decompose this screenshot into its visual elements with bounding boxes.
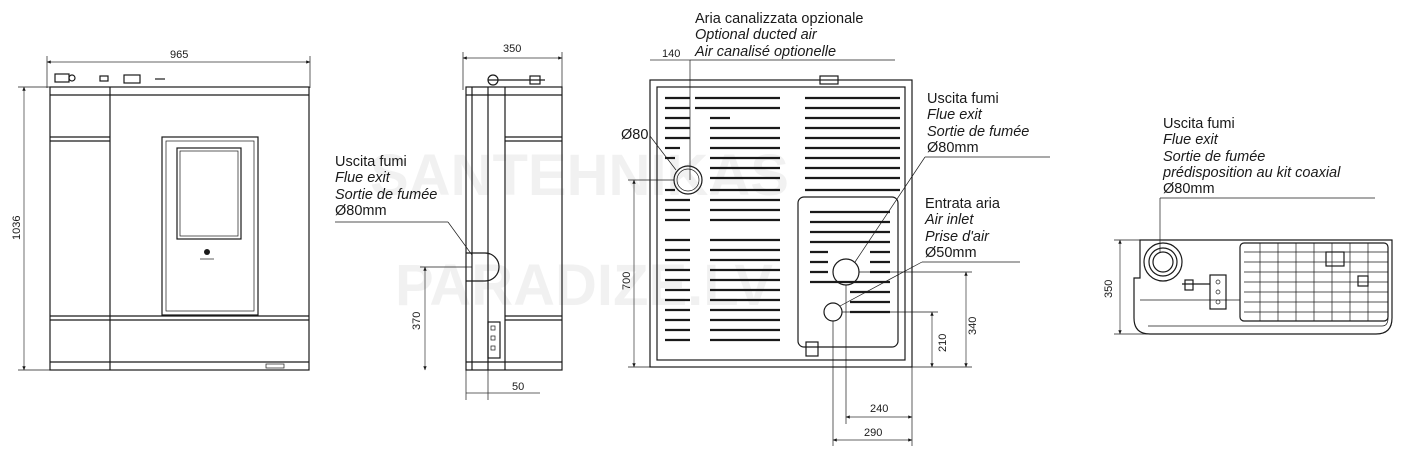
motor-block [1209, 274, 1227, 310]
rear-view: Aria canalizzata opzionale Optional duct… [621, 11, 1050, 446]
door-glass [176, 147, 242, 240]
side-flue-label-fr: Sortie de fumée [335, 187, 437, 203]
inlet-label-fr: Prise d'air [925, 229, 990, 245]
inlet-label-size: Ø50mm [925, 245, 977, 261]
logo-mark [204, 249, 210, 255]
ducted-height-dim: 700 [621, 272, 633, 290]
side-bottom-offset-dim: 50 [512, 381, 524, 393]
stove-body-rear [649, 79, 913, 368]
watermark-line-2: PARADIZE.LV [395, 253, 773, 318]
top-flue-label-size: Ø80mm [1163, 181, 1215, 197]
stove-body-top [1133, 239, 1393, 335]
top-flue-label-note: prédisposition au kit coaxial [1162, 165, 1341, 181]
watermark-line-1: SANTEHNIKAS [370, 143, 789, 208]
watermark: SANTEHNIKAS PARADIZE.LV [370, 143, 789, 318]
side-view: 350 370 50 Uscita fumi F [335, 43, 563, 400]
rear-flue-label-fr: Sortie de fumée [927, 124, 1029, 140]
front-height-dim: 1036 [11, 216, 23, 240]
top-flue-label-fr: Sortie de fumée [1163, 149, 1265, 165]
front-view: 965 1036 [11, 49, 311, 371]
front-width-dim: 965 [170, 49, 188, 61]
ducted-label-fr: Air canalisé optionelle [694, 44, 836, 60]
inlet-offset-dim: 240 [870, 403, 888, 415]
top-flue-label-it: Uscita fumi [1163, 116, 1235, 132]
inlet-label-it: Entrata aria [925, 196, 1001, 212]
rear-flue-label-size: Ø80mm [927, 140, 979, 156]
rear-flue-label-it: Uscita fumi [927, 91, 999, 107]
air-inlet-hole [823, 302, 843, 322]
rear-vent-grille [665, 96, 900, 342]
stove-body-side [465, 86, 563, 371]
top-flue-label-en: Flue exit [1163, 132, 1219, 148]
rear-flue-height-dim: 340 [967, 317, 979, 335]
ducted-offset-dim: 140 [662, 48, 680, 60]
stove-door [161, 136, 259, 316]
inlet-label-en: Air inlet [924, 212, 974, 228]
side-flue-label-it: Uscita fumi [335, 154, 407, 170]
side-flue-label-size: Ø80mm [335, 203, 387, 219]
ducted-label-it: Aria canalizzata opzionale [695, 11, 863, 27]
side-flue-pipe [466, 252, 500, 282]
ducted-diameter: Ø80 [621, 127, 648, 143]
top-depth-dim: 350 [1103, 280, 1115, 298]
ducted-label-en: Optional ducted air [695, 27, 818, 43]
inlet-height-dim: 210 [937, 334, 949, 352]
flue-offset-dim: 290 [864, 427, 882, 439]
stove-body-front [49, 86, 310, 371]
side-flue-label-en: Flue exit [335, 170, 391, 186]
side-depth-dim: 350 [503, 43, 521, 55]
rear-flue-label-en: Flue exit [927, 107, 983, 123]
top-view: Uscita fumi Flue exit Sortie de fumée pr… [1103, 116, 1393, 335]
top-flue-collar [1143, 242, 1183, 282]
side-flue-height-dim: 370 [411, 312, 423, 330]
